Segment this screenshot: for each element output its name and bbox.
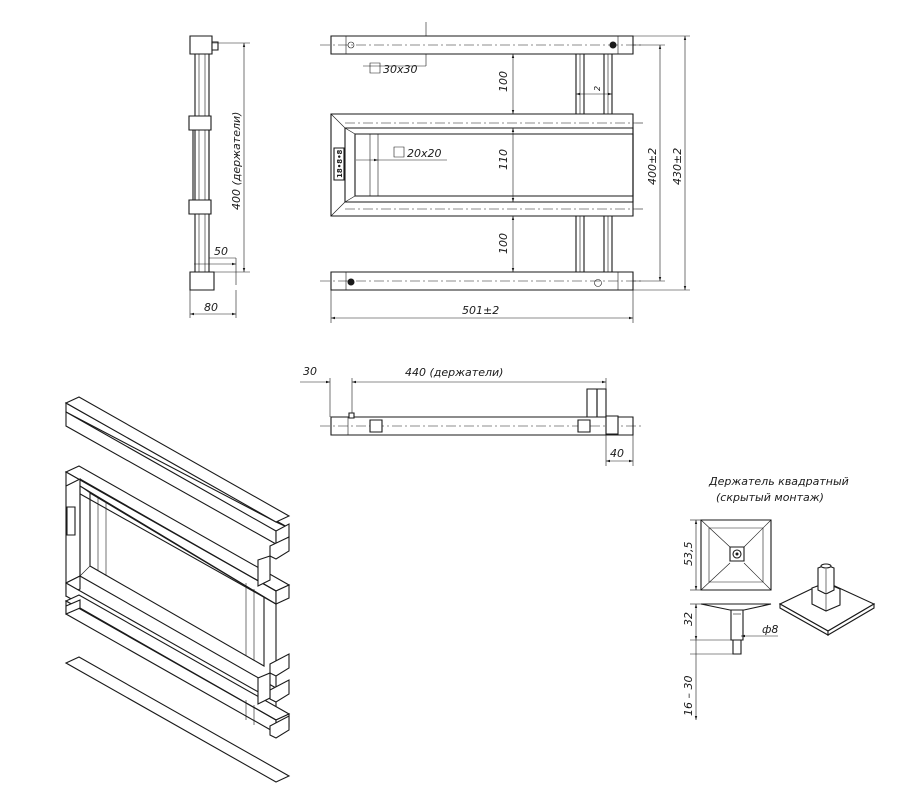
dim-gap-middle: 110 xyxy=(497,149,510,170)
dim-height-outer: 430±2 xyxy=(671,148,684,185)
front-middle-frame xyxy=(331,114,633,216)
dim-holder-diameter: ф8 xyxy=(762,623,778,636)
holder-title: Держатель квадратный xyxy=(708,475,849,488)
label-plate-text: 18•8•8 xyxy=(336,149,344,178)
dim-bottom-right: 40 xyxy=(610,447,624,460)
dim-bottom-offset: 30 xyxy=(303,365,317,378)
side-top-cap xyxy=(190,36,212,54)
side-bottom-cap xyxy=(190,272,214,290)
isometric-view xyxy=(66,397,289,782)
holder-detail: Держатель квадратный (скрытый монтаж) 53… xyxy=(682,475,874,720)
side-view: 400 (держатели) 50 80 xyxy=(189,36,250,318)
front-view: 18•8•8 30x30 20x20 100 110 100 2 400±2 4… xyxy=(320,22,690,323)
label-plate xyxy=(334,148,344,180)
dim-height-inner: 400±2 xyxy=(646,148,659,185)
dim-side-depth-small: 50 xyxy=(214,245,228,258)
dim-side-depth-total: 80 xyxy=(204,301,218,314)
dim-gap-top: 100 xyxy=(497,71,510,92)
holder-subtitle-text: (скрытый монтаж) xyxy=(716,491,824,504)
dim-holder-height: 32 xyxy=(682,612,695,626)
dim-small-tick: 2 xyxy=(593,86,602,91)
top-view: 30 440 (держатели) 40 xyxy=(300,365,644,466)
dim-holder-range: 16 – 30 xyxy=(682,676,695,717)
dim-holders-distance: 440 (держатели) xyxy=(405,366,503,379)
dim-holder-width: 53,5 xyxy=(682,542,695,567)
dim-side-height: 400 (держатели) xyxy=(230,112,243,210)
dim-width-total: 501±2 xyxy=(462,304,499,317)
dim-top-tube: 30x30 xyxy=(383,63,418,76)
dim-gap-bottom: 100 xyxy=(497,233,510,254)
dim-inner-tube: 20x20 xyxy=(407,147,442,160)
side-tube xyxy=(195,36,209,290)
